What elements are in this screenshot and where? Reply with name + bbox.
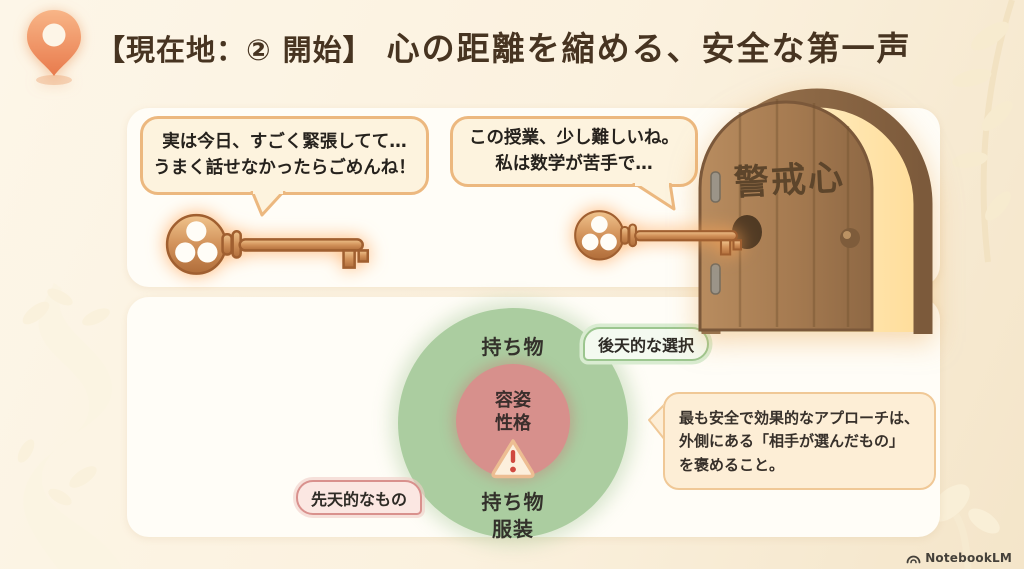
outer-circle-bottom-label: 持ち物 服装 bbox=[481, 490, 545, 541]
speech-line: 私は数学が苦手で… bbox=[495, 153, 653, 174]
key-right-icon bbox=[574, 210, 743, 261]
door-illustration: 警戒心 bbox=[698, 88, 933, 334]
badge-acquired-choice: 後天的な選択 bbox=[583, 327, 709, 361]
page-title: 【現在地：② 開始】 心の距離を縮める、安全な第一声 bbox=[96, 22, 912, 70]
notebooklm-logo-icon bbox=[906, 555, 921, 563]
warning-icon bbox=[491, 439, 535, 479]
location-label: 【現在地：② 開始】 bbox=[96, 33, 373, 67]
key-left-icon bbox=[165, 213, 370, 275]
speech-tail-left bbox=[250, 191, 286, 217]
brand-footer: NotebookLM bbox=[906, 551, 1012, 565]
speech-line: この授業、少し難しいね。 bbox=[469, 128, 679, 149]
note-bubble: 最も安全で効果的なアプローチは、 外側にある「相手が選んだもの」 を褒めること。 bbox=[663, 392, 936, 490]
door-hinge-top bbox=[710, 171, 721, 203]
title-text: 心の距離を縮める、安全な第一声 bbox=[386, 29, 912, 68]
inner-circle-label: 容姿 性格 bbox=[495, 390, 531, 435]
speech-bubble-left: 実は今日、すごく緊張してて… うまく話せなかったらごめんね！ bbox=[140, 116, 429, 195]
brand-label: NotebookLM bbox=[925, 551, 1012, 565]
door-leaf bbox=[698, 100, 874, 332]
speech-line: うまく話せなかったらごめんね！ bbox=[153, 157, 416, 178]
speech-bubble-right: この授業、少し難しいね。 私は数学が苦手で… bbox=[450, 116, 698, 187]
note-line: を褒めること。 bbox=[679, 455, 785, 474]
door-label: 警戒心 bbox=[733, 158, 846, 204]
note-line: 外側にある「相手が選んだもの」 bbox=[679, 432, 905, 451]
speech-tail-right bbox=[632, 183, 676, 211]
speech-line: 実は今日、すごく緊張してて… bbox=[162, 132, 407, 153]
badge-innate: 先天的なもの bbox=[296, 480, 422, 515]
door-knob bbox=[840, 228, 860, 248]
location-pin-icon bbox=[27, 10, 81, 85]
door-hinge-bottom bbox=[710, 263, 721, 295]
outer-circle-top-label: 持ち物 bbox=[481, 335, 545, 359]
note-line: 最も安全で効果的なアプローチは、 bbox=[679, 409, 920, 427]
